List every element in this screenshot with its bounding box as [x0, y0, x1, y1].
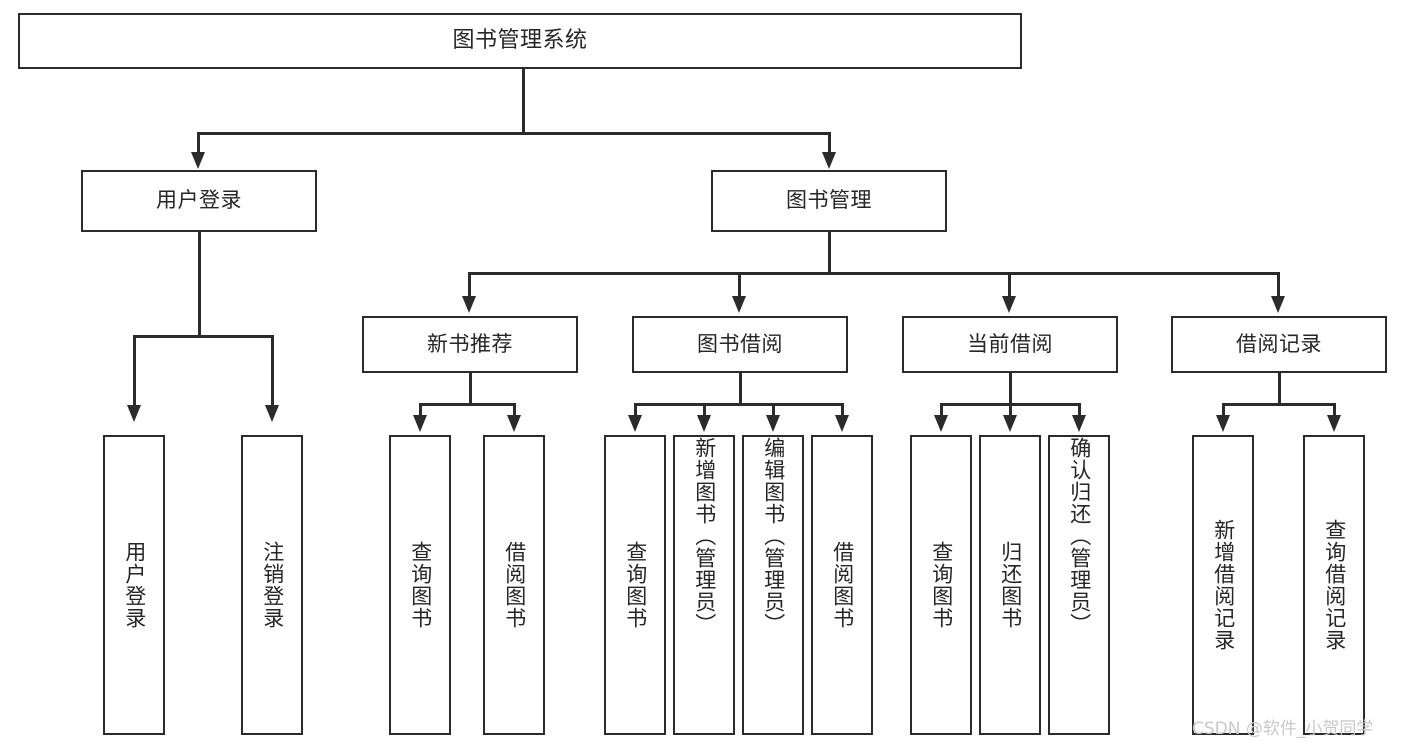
connector-user-login-stem — [198, 232, 201, 336]
node-label: 用户登录 — [122, 541, 147, 629]
arrowhead-to-book-borrow — [732, 296, 746, 313]
leaf-new-book-query[interactable]: 查询图书 — [389, 435, 451, 735]
arrowhead-current-borrow-leaf-3 — [1072, 415, 1086, 432]
node-root-library-system[interactable]: 图书管理系统 — [18, 13, 1022, 69]
connector-current-borrow-leaf-1 — [940, 403, 943, 419]
connector-level3-bus — [468, 272, 1279, 275]
node-label: 查询借阅记录 — [1322, 519, 1347, 651]
leaf-book-borrow-add[interactable]: 新增图书（管理员） — [673, 435, 735, 735]
node-user-login[interactable]: 用户登录 — [81, 170, 317, 232]
leaf-borrow-record-add[interactable]: 新增借阅记录 — [1192, 435, 1254, 735]
connector-current-borrow-stem — [1009, 373, 1012, 405]
connector-level2-bus — [197, 132, 831, 135]
node-label: 新增借阅记录 — [1211, 519, 1236, 651]
arrowhead-book-borrow-leaf-2 — [697, 415, 711, 432]
leaf-book-borrow-query[interactable]: 查询图书 — [604, 435, 666, 735]
node-book-borrow[interactable]: 图书借阅 — [632, 316, 848, 373]
connector-current-borrow-leaf-3 — [1078, 403, 1081, 419]
connector-borrow-record-leaf-2 — [1333, 403, 1336, 419]
connector-new-book-bus — [419, 403, 514, 406]
connector-user-login-leaf-2 — [271, 335, 274, 407]
connector-to-borrow-record — [1277, 272, 1280, 298]
connector-new-book-stem — [469, 373, 472, 405]
connector-current-borrow-leaf-2 — [1009, 403, 1012, 419]
node-label: 借阅图书 — [502, 541, 527, 629]
connector-borrow-record-bus — [1222, 403, 1334, 406]
node-book-management[interactable]: 图书管理 — [711, 170, 947, 232]
leaf-current-borrow-return[interactable]: 归还图书 — [979, 435, 1041, 735]
node-label: 注销登录 — [260, 541, 285, 629]
arrowhead-to-borrow-record — [1271, 296, 1285, 313]
node-label: 归还图书 — [998, 541, 1023, 629]
arrowhead-new-book-leaf-2 — [507, 415, 521, 432]
arrowhead-borrow-record-leaf-2 — [1327, 415, 1341, 432]
connector-book-management-stem — [828, 232, 831, 274]
connector-to-current-borrow — [1008, 272, 1011, 298]
connector-book-borrow-stem — [739, 373, 742, 405]
connector-book-borrow-leaf-3 — [772, 403, 775, 419]
connector-book-borrow-leaf-2 — [703, 403, 706, 419]
node-label: 编辑图书（管理员） — [761, 437, 786, 635]
node-borrow-record[interactable]: 借阅记录 — [1171, 316, 1387, 373]
leaf-book-borrow-borrow[interactable]: 借阅图书 — [811, 435, 873, 735]
connector-root-stem — [522, 69, 525, 133]
node-label: 新书推荐 — [427, 331, 513, 356]
connector-book-borrow-leaf-4 — [841, 403, 844, 419]
arrowhead-borrow-record-leaf-1 — [1216, 415, 1230, 432]
leaf-current-borrow-confirm-return[interactable]: 确认归还（管理员） — [1048, 435, 1110, 735]
connector-user-login-bus — [133, 335, 273, 338]
node-new-book-recommend[interactable]: 新书推荐 — [362, 316, 578, 373]
node-label: 查询图书 — [623, 541, 648, 629]
node-label: 确认归还（管理员） — [1067, 437, 1092, 635]
arrowhead-user-login-leaf-2 — [265, 405, 279, 422]
leaf-user-login-logout[interactable]: 注销登录 — [241, 435, 303, 735]
node-label: 用户登录 — [156, 188, 242, 213]
node-label: 查询图书 — [929, 541, 954, 629]
connector-user-login-leaf-1 — [133, 335, 136, 407]
node-label: 图书借阅 — [697, 331, 783, 356]
leaf-current-borrow-query[interactable]: 查询图书 — [910, 435, 972, 735]
connector-to-book-borrow — [738, 272, 741, 298]
arrowhead-current-borrow-leaf-1 — [934, 415, 948, 432]
node-label: 查询图书 — [408, 541, 433, 629]
leaf-book-borrow-edit[interactable]: 编辑图书（管理员） — [742, 435, 804, 735]
node-label: 图书管理系统 — [452, 27, 588, 53]
arrowhead-current-borrow-leaf-2 — [1003, 415, 1017, 432]
connector-new-book-leaf-1 — [419, 403, 422, 419]
arrowhead-to-book-management — [822, 152, 836, 169]
connector-new-book-leaf-2 — [513, 403, 516, 419]
leaf-new-book-borrow[interactable]: 借阅图书 — [483, 435, 545, 735]
connector-to-new-book — [468, 272, 471, 298]
connector-borrow-record-stem — [1278, 373, 1281, 405]
node-label: 借阅记录 — [1236, 331, 1322, 356]
arrowhead-user-login-leaf-1 — [127, 405, 141, 422]
node-label: 图书管理 — [786, 188, 872, 213]
arrowhead-book-borrow-leaf-1 — [628, 415, 642, 432]
connector-book-borrow-bus — [634, 403, 842, 406]
leaf-user-login-login[interactable]: 用户登录 — [103, 435, 165, 735]
connector-to-book-management — [828, 132, 831, 154]
arrowhead-to-current-borrow — [1002, 296, 1016, 313]
connector-borrow-record-leaf-1 — [1222, 403, 1225, 419]
node-label: 新增图书（管理员） — [692, 437, 717, 635]
node-current-borrow[interactable]: 当前借阅 — [902, 316, 1118, 373]
arrowhead-to-user-login — [191, 152, 205, 169]
node-label: 借阅图书 — [830, 541, 855, 629]
connector-book-borrow-leaf-1 — [634, 403, 637, 419]
connector-to-user-login — [197, 132, 200, 154]
arrowhead-book-borrow-leaf-3 — [766, 415, 780, 432]
leaf-borrow-record-query[interactable]: 查询借阅记录 — [1303, 435, 1365, 735]
arrowhead-new-book-leaf-1 — [413, 415, 427, 432]
arrowhead-to-new-book — [462, 296, 476, 313]
arrowhead-book-borrow-leaf-4 — [835, 415, 849, 432]
node-label: 当前借阅 — [967, 331, 1053, 356]
